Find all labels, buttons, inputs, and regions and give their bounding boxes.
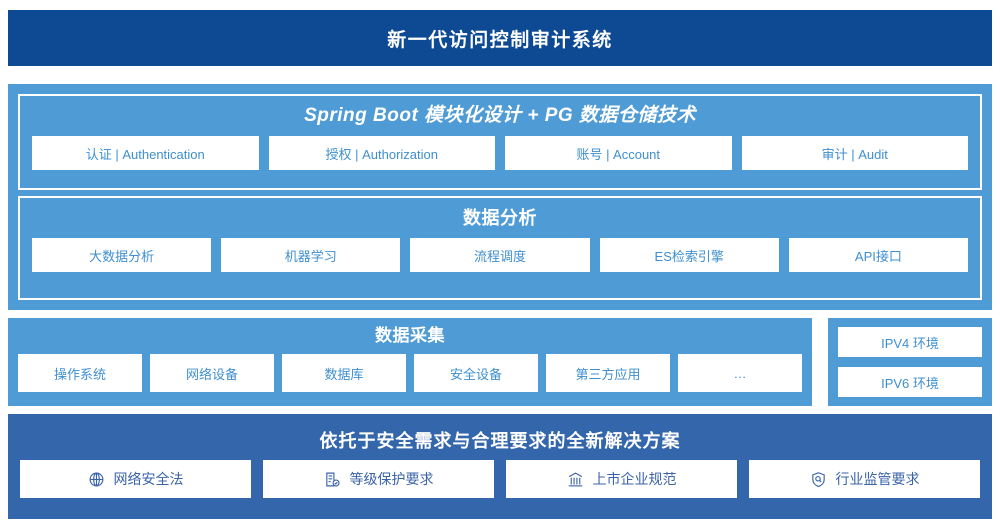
analysis-module-label: ES检索引擎 — [654, 248, 724, 264]
document-check-icon — [324, 471, 341, 488]
solution-item-cybersecurity-law[interactable]: 网络安全法 — [20, 460, 251, 498]
solution-item-industry-regulation[interactable]: 行业监管要求 — [749, 460, 980, 498]
solution-title: 依托于安全需求与合理要求的全新解决方案 — [319, 431, 681, 451]
solution-item-label: 等级保护要求 — [349, 471, 434, 487]
tech-layer-panel: Spring Boot 模块化设计 + PG 数据仓储技术 认证 | Authe… — [18, 94, 982, 190]
tech-module-label: 授权 | Authorization — [325, 146, 438, 162]
globe-icon — [88, 471, 105, 488]
environment-panel: IPV4 环境 IPV6 环境 — [828, 318, 992, 406]
tech-module-authorization[interactable]: 授权 | Authorization — [268, 136, 495, 170]
shield-search-icon — [810, 471, 827, 488]
page-title: 新一代访问控制审计系统 — [387, 29, 613, 51]
collection-source-more[interactable]: … — [678, 354, 802, 392]
bank-icon — [567, 471, 584, 488]
collection-source-label: 第三方应用 — [575, 366, 641, 382]
analysis-module-label: 流程调度 — [474, 248, 527, 264]
collection-panel: 数据采集 操作系统 网络设备 数据库 安全设备 第三方应用 … — [8, 318, 812, 406]
tech-module-label: 审计 | Audit — [821, 146, 888, 162]
analysis-module-label: 机器学习 — [284, 248, 337, 264]
solution-item-grade-protection[interactable]: 等级保护要求 — [263, 460, 494, 498]
solution-item-label: 网络安全法 — [113, 471, 184, 487]
tech-module-label: 认证 | Authentication — [85, 146, 205, 162]
solution-item-listed-company-norms[interactable]: 上市企业规范 — [506, 460, 737, 498]
collection-title: 数据采集 — [375, 326, 445, 345]
environment-ipv4[interactable]: IPV4 环境 — [838, 327, 982, 357]
analysis-module-label: API接口 — [854, 248, 902, 264]
analysis-module-row: 大数据分析 机器学习 流程调度 ES检索引擎 API接口 — [20, 238, 980, 272]
tech-layer-title: Spring Boot 模块化设计 + PG 数据仓储技术 — [304, 105, 696, 126]
collection-source-label: 安全设备 — [449, 366, 502, 382]
collection-source-os[interactable]: 操作系统 — [18, 354, 142, 392]
tech-module-row: 认证 | Authentication 授权 | Authorization 账… — [20, 136, 980, 170]
collection-source-label: 数据库 — [324, 366, 364, 382]
analysis-layer-title: 数据分析 — [463, 208, 537, 228]
analysis-module-api[interactable]: API接口 — [788, 238, 969, 272]
tech-module-authentication[interactable]: 认证 | Authentication — [32, 136, 259, 170]
analysis-module-label: 大数据分析 — [89, 248, 155, 264]
solution-item-row: 网络安全法 等级保护要求 — [8, 460, 992, 498]
analysis-module-workflow[interactable]: 流程调度 — [410, 238, 590, 272]
analysis-module-machine-learning[interactable]: 机器学习 — [221, 238, 401, 272]
collection-source-label: … — [733, 365, 747, 381]
platform-panel: Spring Boot 模块化设计 + PG 数据仓储技术 认证 | Authe… — [8, 84, 992, 310]
solution-panel: 依托于安全需求与合理要求的全新解决方案 网络安全法 — [8, 414, 992, 519]
analysis-module-bigdata[interactable]: 大数据分析 — [32, 238, 212, 272]
collection-source-network-device[interactable]: 网络设备 — [150, 354, 274, 392]
solution-item-label: 行业监管要求 — [835, 471, 920, 487]
collection-source-label: 操作系统 — [53, 366, 106, 382]
tech-module-label: 账号 | Account — [576, 146, 661, 162]
analysis-layer-panel: 数据分析 大数据分析 机器学习 流程调度 ES检索引擎 API接口 — [18, 196, 982, 300]
environment-label: IPV6 环境 — [881, 375, 939, 391]
tech-module-audit[interactable]: 审计 | Audit — [741, 136, 968, 170]
collection-row: 数据采集 操作系统 网络设备 数据库 安全设备 第三方应用 … — [8, 318, 992, 406]
collection-source-label: 网络设备 — [185, 366, 238, 382]
solution-item-label: 上市企业规范 — [592, 471, 677, 487]
environment-ipv6[interactable]: IPV6 环境 — [838, 367, 982, 397]
tech-module-account[interactable]: 账号 | Account — [505, 136, 732, 170]
collection-source-security-device[interactable]: 安全设备 — [414, 354, 538, 392]
collection-source-row: 操作系统 网络设备 数据库 安全设备 第三方应用 … — [8, 354, 812, 392]
collection-source-database[interactable]: 数据库 — [282, 354, 406, 392]
analysis-module-es-search[interactable]: ES检索引擎 — [599, 238, 779, 272]
environment-label: IPV4 环境 — [881, 335, 939, 351]
collection-source-third-party-app[interactable]: 第三方应用 — [546, 354, 670, 392]
header-bar: 新一代访问控制审计系统 — [8, 10, 992, 66]
